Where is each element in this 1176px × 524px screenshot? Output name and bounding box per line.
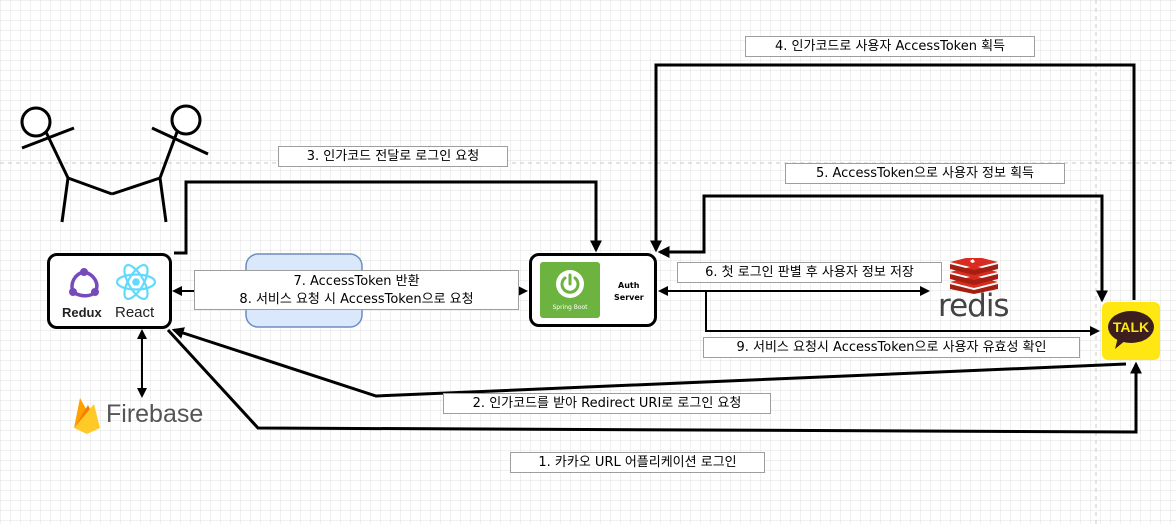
user-figures: [20, 104, 209, 223]
arrow-step4: [650, 63, 1136, 300]
kakaotalk-label: TALK: [1112, 319, 1150, 335]
arrow-step9: [705, 291, 1100, 336]
arrow-step2: [171, 327, 1127, 398]
kakaotalk-bubble-icon: [1108, 311, 1154, 349]
auth-label-line1: Auth: [618, 281, 640, 290]
redis-node[interactable]: redis: [930, 258, 1020, 328]
auth-label-line2: Server: [614, 293, 644, 302]
client-node[interactable]: Redux React: [47, 253, 172, 329]
label-step7: 7. AccessToken 반환: [293, 274, 420, 289]
redis-label: redis: [938, 288, 1010, 324]
redux-icon: [69, 268, 99, 298]
label-step3: 3. 인가코드 전달로 로그인 요청: [278, 146, 508, 167]
redis-icon: [950, 258, 998, 294]
auth-server-node[interactable]: Spring Boot Auth Server: [529, 253, 657, 327]
label-step5: 5. AccessToken으로 사용자 정보 획득: [785, 163, 1065, 184]
label-step2: 2. 인가코드를 받아 Redirect URI로 로그인 요청: [443, 393, 771, 414]
redux-label: Redux: [62, 305, 102, 320]
label-step9: 9. 서비스 요청시 AccessToken으로 사용자 유효성 확인: [703, 337, 1080, 358]
label-step6: 6. 첫 로그인 판별 후 사용자 정보 저장: [677, 262, 942, 283]
arrow-step1: [166, 328, 1142, 434]
kakaotalk-node[interactable]: TALK: [1102, 302, 1160, 360]
react-label: React: [115, 304, 155, 321]
firebase-icon: [74, 398, 100, 434]
label-step7-8: 7. AccessToken 반환 8. 서비스 요청 시 AccessToke…: [194, 270, 519, 310]
spring-boot-logo: Spring Boot: [540, 262, 600, 318]
arrow-step3: [174, 180, 602, 255]
react-icon: [115, 264, 157, 300]
spring-boot-caption: Spring Boot: [552, 304, 588, 311]
label-step4: 4. 인가코드로 사용자 AccessToken 획득: [745, 36, 1035, 57]
spring-power-icon: [556, 270, 584, 298]
label-step1: 1. 카카오 URL 어플리케이션 로그인: [510, 452, 765, 473]
arrow-step5: [657, 194, 1108, 303]
firebase-node[interactable]: Firebase: [72, 396, 212, 436]
label-step8: 8. 서비스 요청 시 AccessToken으로 요청: [239, 292, 474, 307]
firebase-label: Firebase: [106, 400, 204, 428]
